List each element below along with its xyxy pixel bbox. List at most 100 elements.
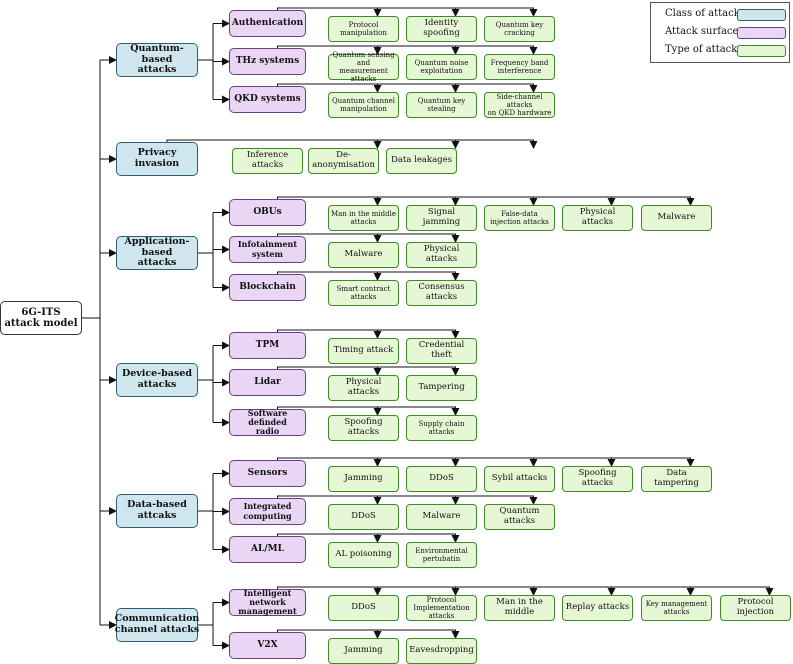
surface-qkd-systems-attack-arrow [435,83,460,93]
surface-tpm-to-attacks [277,329,322,332]
class-privacy-invasion-attack-inference-attacks: Inference attacks [232,148,303,174]
surface-authenication-attack-protocol-manipulation: Protocol manipulation [328,16,399,42]
legend-class-label: Class of attack [665,8,740,19]
surface-integrated-computing-attack-arrow [357,495,382,505]
surface-v2x-to-attacks [277,629,322,632]
surface-infotainment-system: Infotainment system [229,236,306,263]
surface-al-ml-to-attacks [277,533,322,536]
surface-al-ml-attack-arrow [357,533,382,543]
surface-integrated-computing-to-attacks [277,495,322,498]
surface-obus: OBUs [229,199,306,226]
surface-integrated-computing-attack-malware: Malware [406,504,477,530]
surface-obus-attack-arrow [670,196,695,206]
legend-class-swatch [737,9,786,21]
surface-sensors-attack-sybil-attacks: Sybil attacks [484,466,555,492]
surface-qkd-systems-attack-quantum-channel-manipulation: Quantum channel manipulation [328,92,399,118]
surface-thz-systems: THz systems [229,48,306,75]
surface-thz-systems-to-attacks [277,45,322,48]
surface-obus-to-attacks [277,196,322,199]
surface-blockchain-attack-consensus-attacks: Consensus attacks [406,280,477,306]
surface-intelligent-network-management-attack-protocol-implementation-attacks: Protocol Implementation attacks [406,595,477,621]
surface-software-definded-radio-attack-spoofing-attacks: Spoofing attacks [328,415,399,441]
surface-authenication-attack-arrow [357,7,382,17]
surface-al-ml-attack-al-poisoning: AL poisoning [328,542,399,568]
legend-type-swatch [737,45,786,57]
class-privacy-invasion-to-attacks [166,139,322,142]
surface-obus-attack-arrow [357,196,382,206]
surface-obus-attack-false-data-injection-attacks: False-data injection attacks [484,205,555,231]
surface-al-ml-attack-arrow [435,533,460,543]
surface-intelligent-network-management-attack-replay-attacks: Replay attacks [562,595,633,621]
surface-intelligent-network-management-attack-arrow [670,586,695,596]
surface-sensors-attack-jamming: Jamming [328,466,399,492]
surface-software-definded-radio: Software definded radio [229,408,306,436]
surface-thz-systems-attack-quantum-noise-exploitation: Quantum noise exploitation [406,54,477,80]
surface-software-definded-radio-to-attacks [277,406,322,409]
surface-intelligent-network-management-attack-arrow [435,586,460,596]
surface-qkd-systems-attack-arrow [513,83,538,93]
surface-software-definded-radio-attack-supply-chain-attacks: Supply chain attacks [406,415,477,441]
surface-integrated-computing-attack-ddos: DDoS [328,504,399,530]
surface-thz-systems-attack-arrow [435,45,460,55]
class-quantum-based-attacks: Quantum-based attacks [116,43,198,77]
surface-qkd-systems-attack-side-channel-attacks-on-qkd-hardware: Side-channel attacks on QKD hardware [484,92,555,118]
surface-sensors-to-attacks [277,457,322,460]
surface-blockchain-attack-arrow [435,271,460,281]
class-application-based-attacks: Application-based attacks [116,236,198,270]
surface-obus-attack-arrow [435,196,460,206]
surface-obus-attack-malware: Malware [641,205,712,231]
class-device-based-attacks: Device-based attacks [116,363,198,397]
surface-infotainment-system-attack-malware: Malware [328,242,399,268]
surface-intelligent-network-management-attack-man-in-the-middle: Man in the middle [484,595,555,621]
surface-blockchain-attack-smart-contract-attacks: Smart contract attacks [328,280,399,306]
surface-sensors-attack-arrow [670,457,695,467]
surface-obus-attack-arrow [513,196,538,206]
surface-v2x: V2X [229,632,306,659]
surface-v2x-attack-arrow [357,629,382,639]
surface-sensors-attack-arrow [591,457,616,467]
legend-type-label: Type of attacks [665,44,743,55]
surface-intelligent-network-management-to-attacks [277,586,322,589]
surface-sensors-attack-ddos: DDoS [406,466,477,492]
surface-intelligent-network-management-attack-key-management-attacks: Key management attacks [641,595,712,621]
surface-tpm-attack-arrow [435,329,460,339]
surface-tpm-attack-timing-attack: Timing attack [328,338,399,364]
surface-sensors-attack-arrow [435,457,460,467]
surface-blockchain: Blockchain [229,274,306,301]
surface-tpm: TPM [229,332,306,359]
class-privacy-invasion: Privacy invasion [116,142,198,176]
surface-authenication-attack-quantum-key-cracking: Quantum key cracking [484,16,555,42]
surface-authenication-to-attacks [277,7,322,10]
surface-sensors: Sensors [229,460,306,487]
surface-integrated-computing-attack-arrow [435,495,460,505]
surface-intelligent-network-management-attack-arrow [357,586,382,596]
surface-sensors-attack-data-tampering: Data tampering [641,466,712,492]
surface-qkd-systems: QKD systems [229,86,306,113]
surface-al-ml-attack-environmental-pertubatin: Environmental pertubatin [406,542,477,568]
surface-v2x-attack-arrow [435,629,460,639]
surface-qkd-systems-to-attacks [277,83,322,86]
surface-authenication-attack-identity-spoofing: Identity spoofing [406,16,477,42]
surface-lidar-attack-arrow [357,366,382,376]
surface-sensors-attack-spoofing-attacks: Spoofing attacks [562,466,633,492]
class-data-based-attcaks: Data-based attcaks [116,494,198,528]
surface-obus-attack-man-in-the-middle-attacks: Man in the middle attacks [328,205,399,231]
surface-intelligent-network-management-attack-protocol-injection: Protocol injection [720,595,791,621]
root-node: 6G-ITS attack model [0,301,82,335]
surface-authenication-attack-arrow [435,7,460,17]
surface-sensors-attack-arrow [357,457,382,467]
surface-obus-attack-signal-jamming: Signal jamming [406,205,477,231]
surface-thz-systems-attack-arrow [513,45,538,55]
surface-lidar-attack-physical-attacks: Physical attacks [328,375,399,401]
surface-lidar-attack-tampering: Tampering [406,375,477,401]
surface-v2x-attack-eavesdropping: Eavesdropping [406,638,477,664]
surface-infotainment-system-attack-arrow [435,233,460,243]
surface-al-ml: AL/ML [229,536,306,563]
surface-qkd-systems-attack-quantum-key-stealing: Quantum key stealing [406,92,477,118]
surface-blockchain-attack-arrow [357,271,382,281]
legend: Class of attack Attack surfaces Type of … [650,2,790,63]
surface-obus-attack-physical-attacks: Physical attacks [562,205,633,231]
surface-software-definded-radio-attack-arrow [435,406,460,416]
